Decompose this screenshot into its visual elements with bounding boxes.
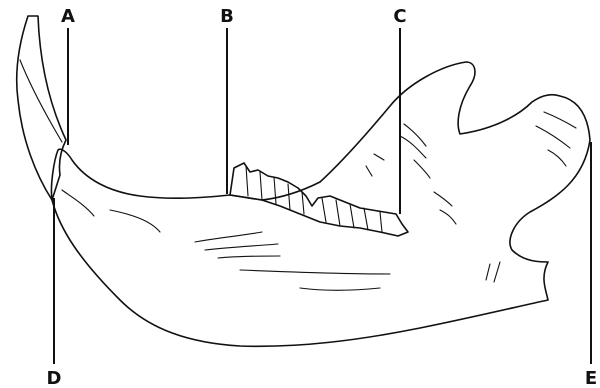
label-c: C [393,6,406,27]
label-a: A [61,6,75,27]
mandible-outline [51,62,590,346]
label-d: D [47,368,62,388]
label-b: B [220,6,234,27]
cheek-teeth [230,163,408,236]
label-e: E [585,368,597,388]
shading-strokes [62,112,576,290]
incisor [17,16,66,200]
